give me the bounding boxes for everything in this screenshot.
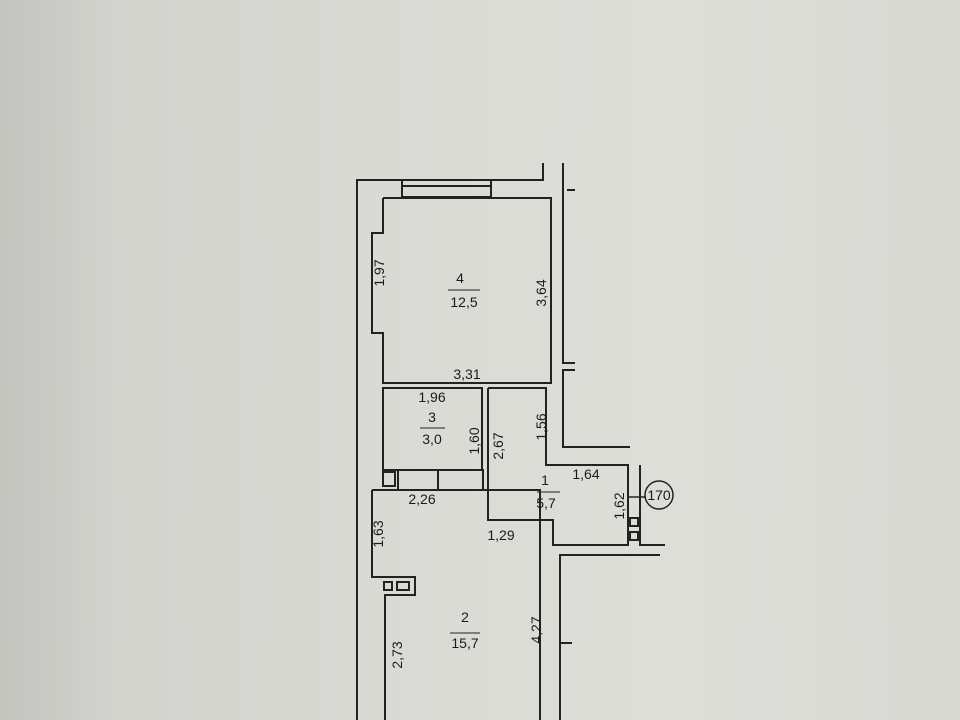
walls <box>356 163 665 720</box>
room-1-outline <box>487 387 629 546</box>
dim-label: 2,67 <box>490 432 506 459</box>
dim-label: 1,63 <box>370 520 386 547</box>
dimensions: 1,97 3,64 3,31 1,96 1,60 2,67 1,56 1,64 … <box>370 259 627 668</box>
room-area: 15,7 <box>451 635 478 651</box>
window <box>401 179 492 198</box>
room-2-outline <box>372 489 541 720</box>
room-number: 3 <box>428 409 436 425</box>
dim-label: 3,64 <box>533 279 549 306</box>
apartment-number-marker: 170 <box>627 480 674 510</box>
wardrobe <box>397 469 484 491</box>
room-1: 1 5,7 <box>536 472 560 511</box>
dim-label: 1,56 <box>533 413 549 440</box>
room-3: 3 3,0 <box>420 409 445 447</box>
room-4: 4 12,5 <box>448 270 480 310</box>
dim-label: 2,26 <box>408 491 435 507</box>
room-2: 2 15,7 <box>450 609 480 651</box>
dim-label: 3,31 <box>453 366 480 382</box>
room-area: 5,7 <box>536 495 556 511</box>
dim-label: 1,96 <box>418 389 445 405</box>
room-number: 4 <box>456 270 464 286</box>
dim-label: 1,64 <box>572 466 599 482</box>
room-number: 2 <box>461 609 469 625</box>
dim-label: 4,27 <box>528 616 544 643</box>
dim-label: 2,73 <box>389 641 405 668</box>
room-number: 1 <box>541 472 549 488</box>
dim-label: 1,62 <box>611 492 627 519</box>
dim-label: 1,60 <box>466 427 482 454</box>
dim-label: 1,29 <box>487 527 514 543</box>
dim-label: 1,97 <box>371 259 387 286</box>
room-area: 3,0 <box>422 431 442 447</box>
room-area: 12,5 <box>450 294 477 310</box>
room-4-outline <box>371 197 552 384</box>
apartment-number: 170 <box>647 487 671 503</box>
